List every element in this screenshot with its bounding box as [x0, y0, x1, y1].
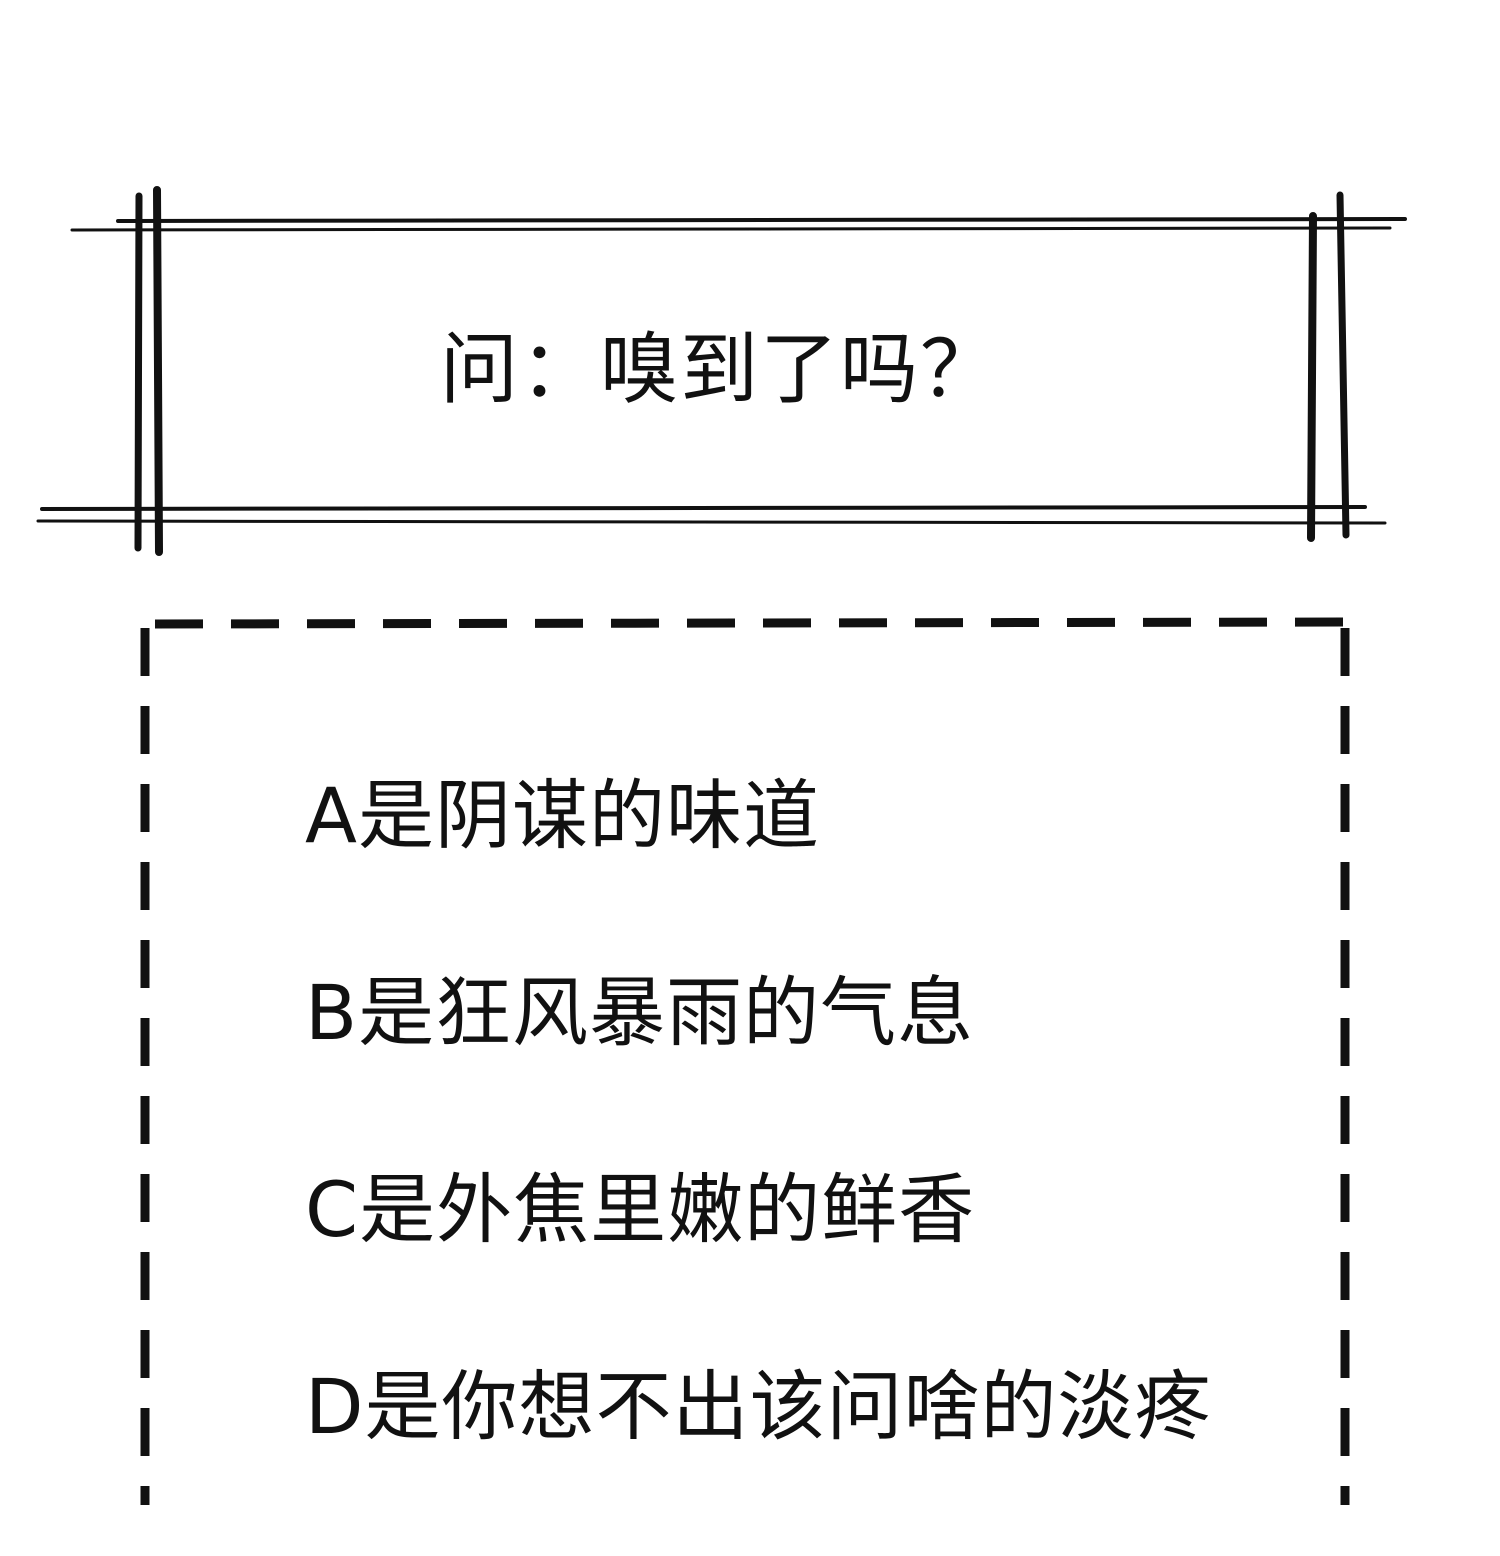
options-dashed-box	[140, 617, 1350, 1505]
question-title: 问：嗅到了吗？	[440, 325, 1001, 415]
option-b[interactable]: B是狂风暴雨的气息	[305, 968, 975, 1057]
question-frame	[36, 186, 1407, 556]
options-list: A是阴谋的味道 B是狂风暴雨的气息 C是外焦里嫩的鲜香 D是你想不出该问啥的淡疼	[305, 768, 1212, 1556]
option-d[interactable]: D是你想不出该问啥的淡疼	[305, 1362, 1212, 1451]
option-c[interactable]: C是外焦里嫩的鲜香	[305, 1165, 976, 1254]
option-a[interactable]: A是阴谋的味道	[305, 771, 820, 860]
frame-art	[36, 186, 1407, 1505]
